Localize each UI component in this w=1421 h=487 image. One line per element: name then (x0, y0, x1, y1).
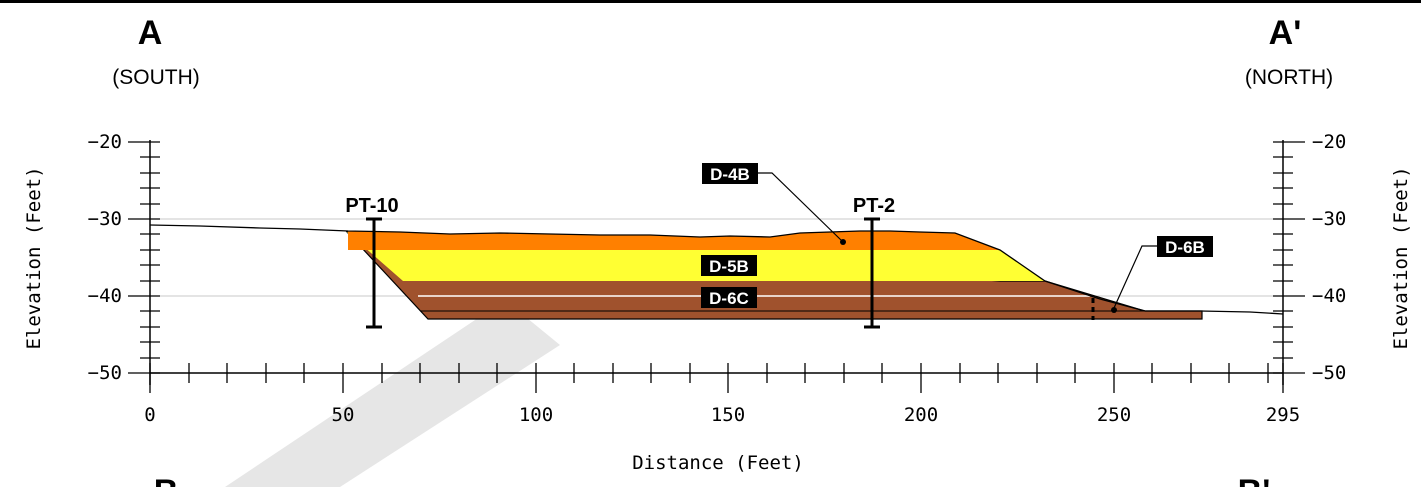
y-tick-label: −20 (1312, 131, 1346, 153)
boring-label-pt-2: PT-2 (853, 195, 895, 217)
section-start-direction: (SOUTH) (112, 66, 200, 89)
sample-label-d-6b: D-6B (1165, 238, 1205, 257)
sample-label-d-4b: D-4B (710, 165, 750, 184)
x-tick-label: 50 (332, 404, 355, 426)
sample-d-6c: D-6C (701, 287, 757, 308)
ground-surface-line (149, 224, 1284, 315)
x-tick-label: 100 (519, 404, 553, 426)
next-section-end-label: B' (1238, 473, 1271, 487)
soil-layers (345, 231, 1203, 320)
y-tick-label: −50 (1312, 362, 1346, 384)
watermark-shape (225, 300, 560, 487)
next-section-start-label: B (154, 473, 179, 487)
x-axis: 0 50 100 150 200 250 295 Distance (Feet) (144, 363, 1300, 474)
y-tick-label: −50 (88, 362, 122, 384)
y-tick-label: −30 (1312, 208, 1346, 230)
sample-label-d-6c: D-6C (709, 289, 749, 308)
left-y-axis: −20 −30 −40 −50 Elevation (Feet) (23, 131, 160, 385)
y-tick-label: −30 (88, 208, 122, 230)
sample-d-5b: D-5B (701, 255, 757, 276)
boring-pt-2 (864, 217, 880, 329)
x-tick-label: 0 (144, 404, 155, 426)
boring-pt-10 (366, 217, 382, 329)
x-tick-label: 200 (904, 404, 938, 426)
top-border-line (0, 0, 1421, 3)
sample-d-6b: D-6B (1111, 236, 1213, 313)
y-tick-label: −20 (88, 131, 122, 153)
y-axis-title-right: Elevation (Feet) (1390, 166, 1412, 349)
sample-label-d-5b: D-5B (709, 257, 749, 276)
x-tick-label: 295 (1266, 404, 1300, 426)
section-end-label: A' (1269, 14, 1302, 52)
y-axis-title-left: Elevation (Feet) (23, 166, 45, 349)
section-end-direction: (NORTH) (1245, 66, 1333, 89)
x-tick-label: 250 (1097, 404, 1131, 426)
x-tick-label: 150 (711, 404, 745, 426)
sample-d-4b: D-4B (702, 163, 846, 245)
x-axis-title: Distance (Feet) (632, 452, 804, 474)
y-tick-label: −40 (88, 285, 122, 307)
y-tick-label: −40 (1312, 285, 1346, 307)
right-y-axis: −20 −30 −40 −50 Elevation (Feet) (1273, 131, 1412, 385)
section-start-label: A (138, 14, 163, 52)
boring-label-pt-10: PT-10 (345, 195, 398, 217)
